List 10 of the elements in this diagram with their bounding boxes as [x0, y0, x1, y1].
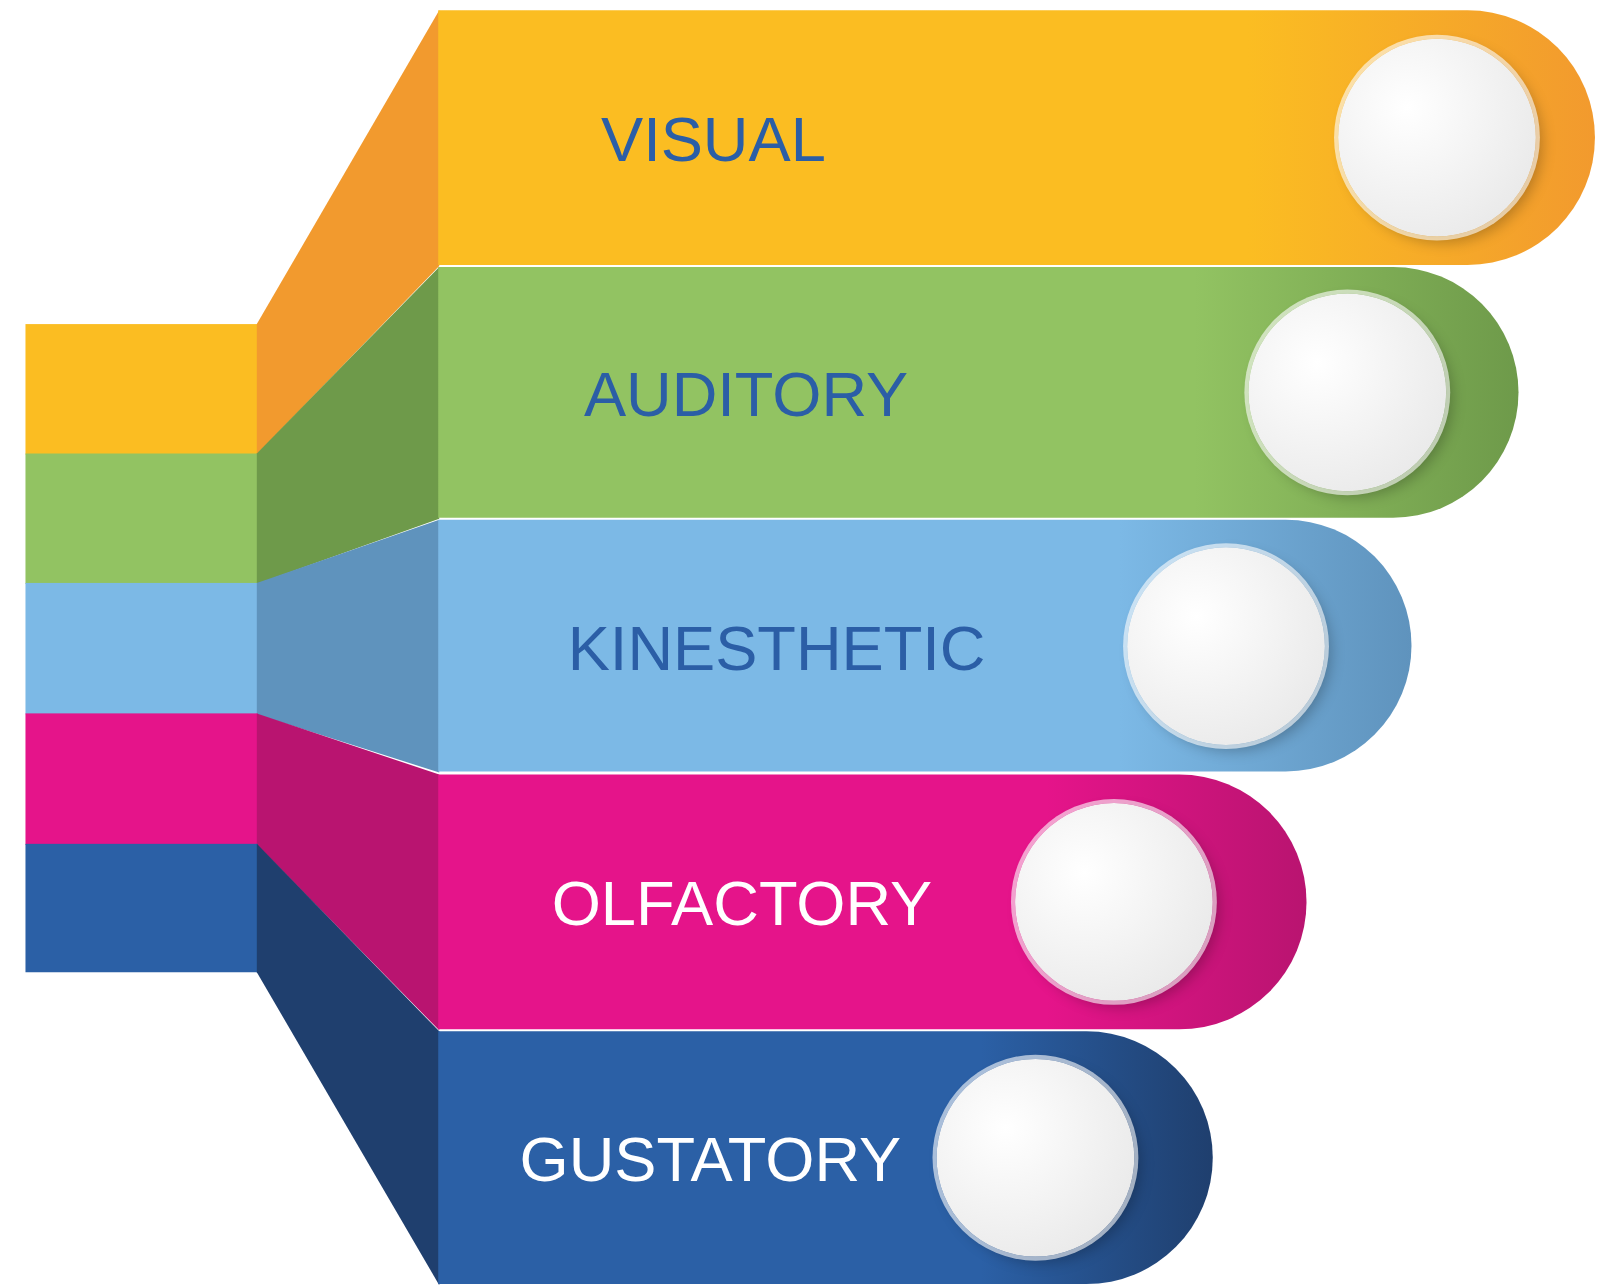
category-band: [438, 10, 1595, 265]
category-label: KINESTHETIC: [567, 616, 986, 680]
category-label: GUSTATORY: [519, 1128, 902, 1192]
category-band: [438, 267, 1519, 518]
category-band: [438, 774, 1307, 1030]
category-label: OLFACTORY: [551, 872, 933, 936]
category-band: [438, 519, 1412, 772]
category-band: [438, 1031, 1213, 1285]
category-label: AUDITORY: [583, 362, 909, 426]
category-label: VISUAL: [601, 108, 826, 172]
